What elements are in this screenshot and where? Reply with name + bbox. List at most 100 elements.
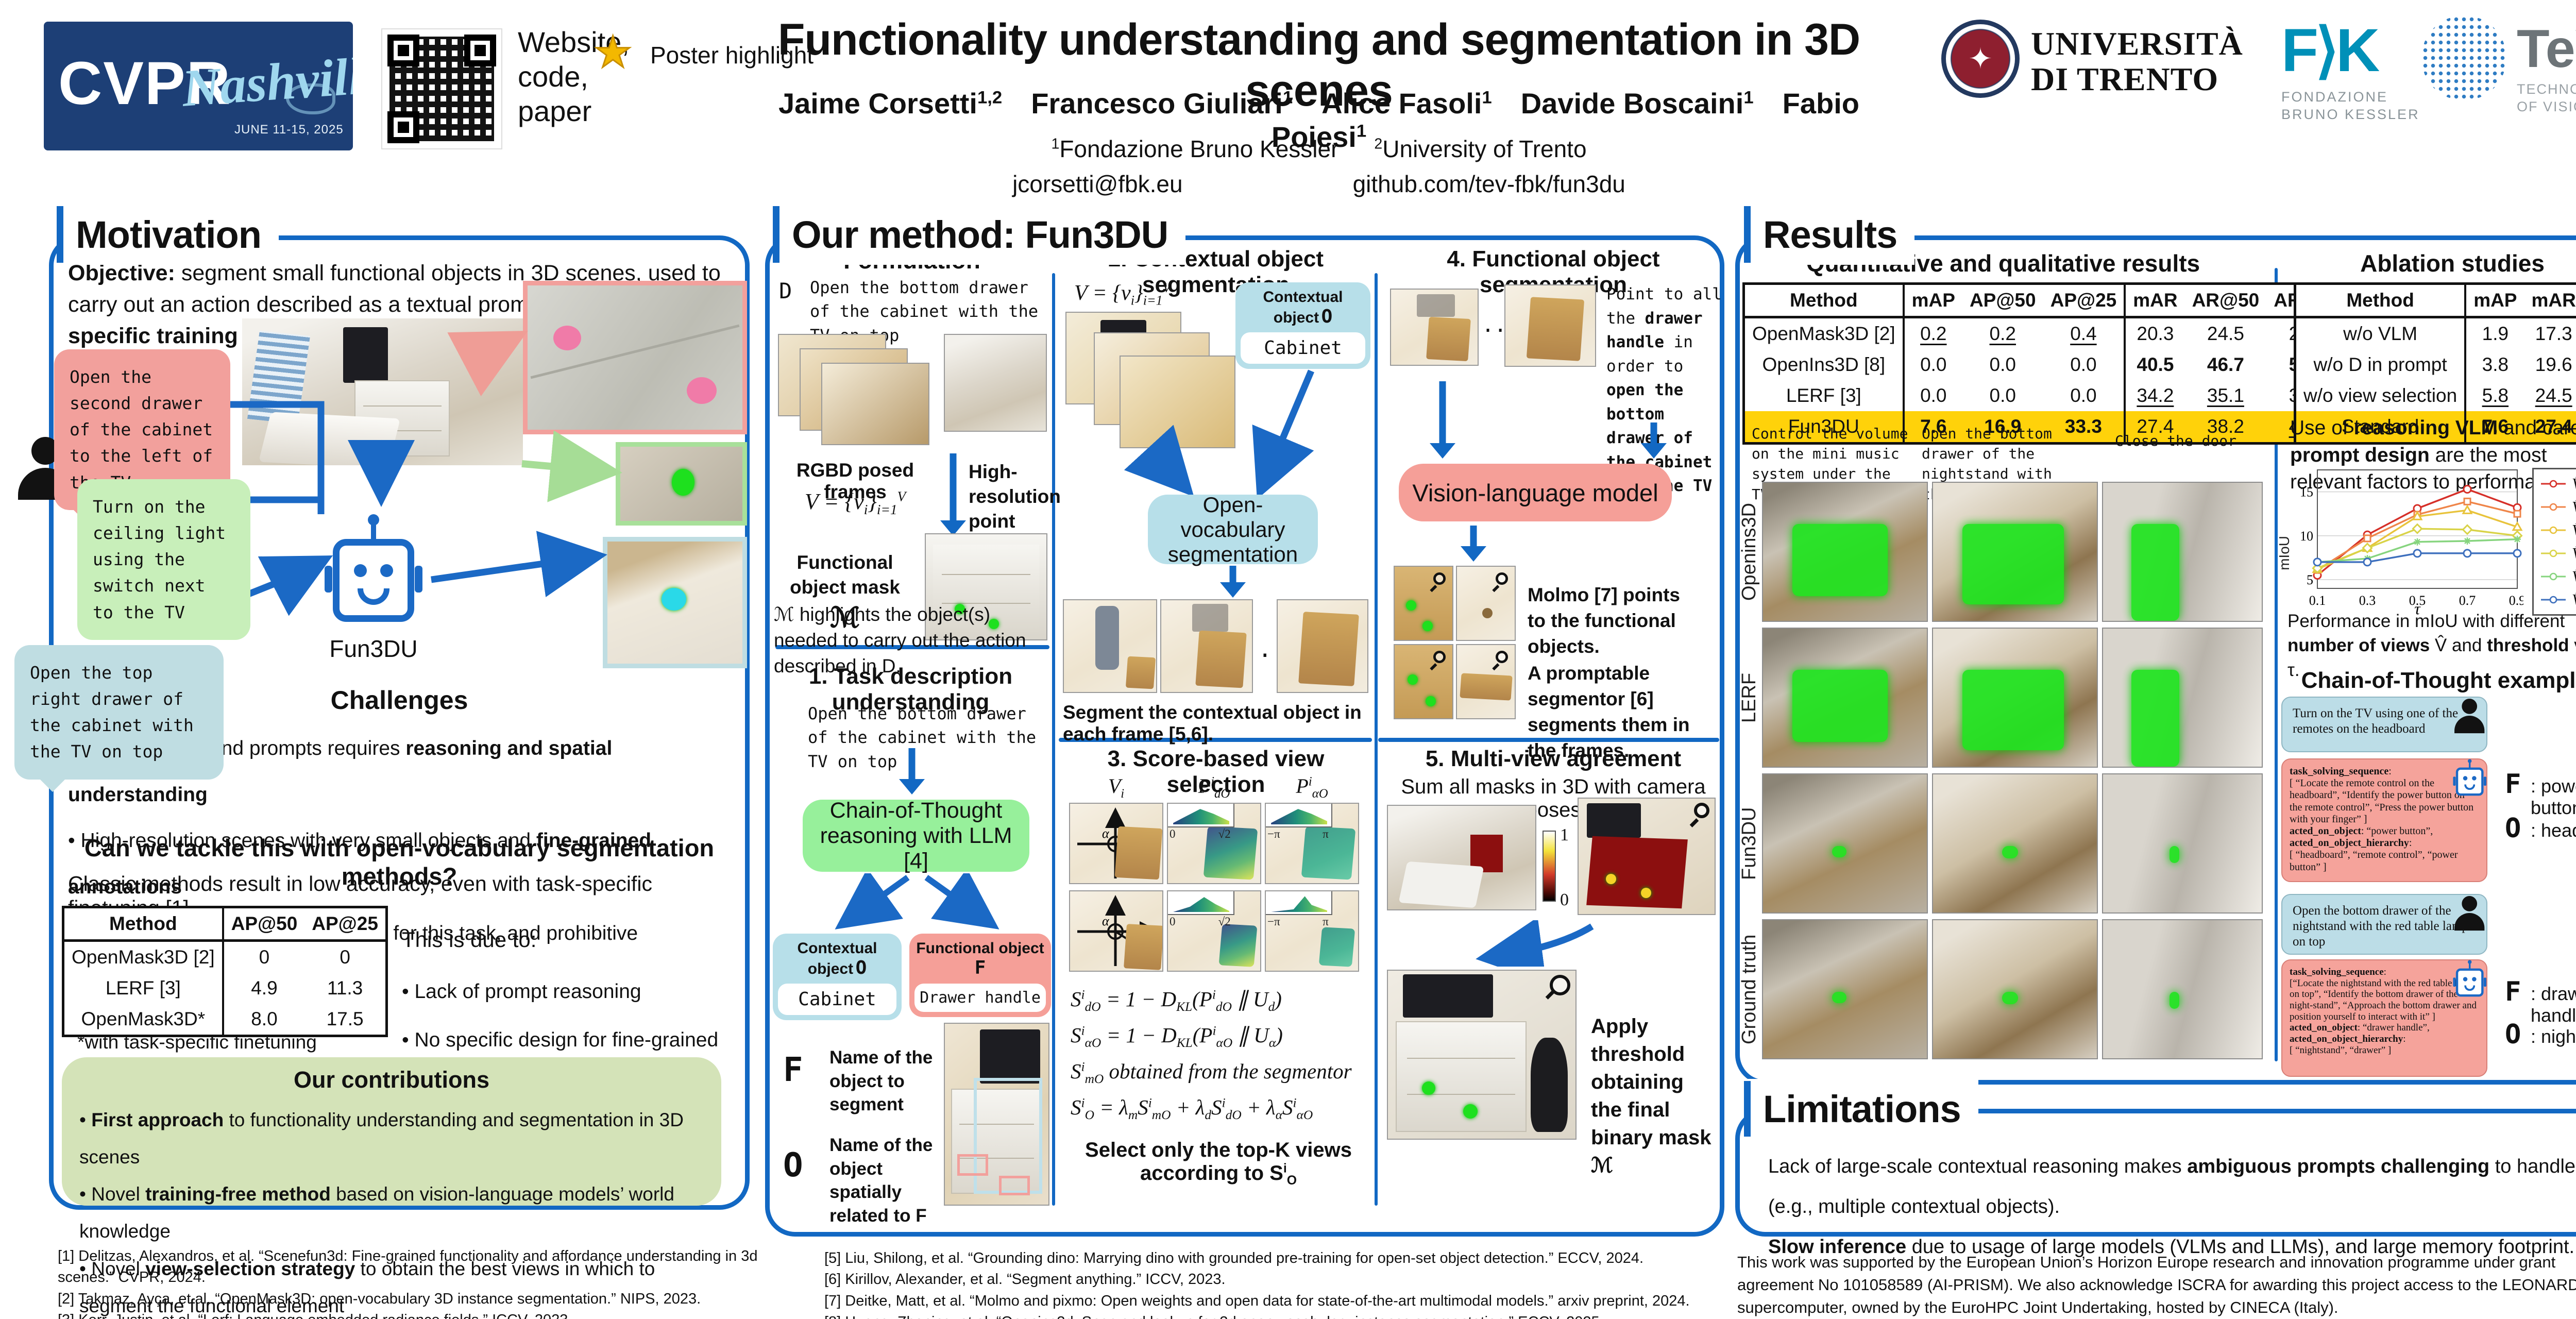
legend-f-letter: F bbox=[783, 1051, 803, 1089]
step4-frame bbox=[1390, 289, 1479, 366]
qualitative-image bbox=[2102, 919, 2263, 1059]
mask-dresser bbox=[933, 545, 1039, 633]
contextual-object-label: Contextual object bbox=[797, 940, 877, 977]
red-mask bbox=[1586, 836, 1688, 909]
svg-text:0.1: 0.1 bbox=[2309, 593, 2326, 608]
qualitative-image bbox=[2102, 628, 2263, 768]
openvocab-seg-box: Open-vocabulary segmentation bbox=[1148, 493, 1318, 566]
mask-green-dot bbox=[955, 604, 965, 615]
poster-highlight-label: Poster highlight bbox=[650, 42, 814, 69]
column-header: Method bbox=[63, 907, 224, 942]
prompt-bubble-green-text: Turn on the ceiling light using the swit… bbox=[93, 497, 226, 622]
pink-roi-box bbox=[957, 1154, 989, 1176]
title-bar bbox=[773, 206, 779, 263]
list-item: • High-resolution scenes with very small… bbox=[68, 830, 652, 899]
cot1-o-value: : headboard bbox=[2531, 820, 2576, 841]
title-bar bbox=[1744, 206, 1751, 263]
title-bar bbox=[1744, 1081, 1751, 1137]
list-item: [8] Huang, Zhening, et al. “Openins3d: S… bbox=[824, 1312, 1721, 1319]
due-to-heading: This is due to: bbox=[402, 927, 537, 952]
prompt-bubble-green: Turn on the ceiling light using the swit… bbox=[77, 479, 250, 640]
rgbd-label: RGBD posed frames bbox=[796, 460, 914, 502]
robot-icon bbox=[325, 515, 422, 626]
segmentation-mask bbox=[1792, 524, 1888, 596]
tev-logo: TeV TECHNOLOGIES OF VISION bbox=[2517, 19, 2576, 116]
limitations-title: Limitations bbox=[1744, 1079, 1978, 1139]
step2-converge-arrows bbox=[1124, 369, 1314, 495]
method-divider bbox=[1378, 738, 1719, 742]
cot2-prompt-text: Open the bottom drawer of the nightstand… bbox=[2293, 904, 2468, 949]
cvpr-logo: CVPR Nashville JUNE 11-15, 2025 bbox=[44, 22, 353, 150]
table-cell: 24.5 bbox=[2207, 323, 2244, 344]
table-cell: 0.0 bbox=[2043, 380, 2126, 411]
svg-text:0.3: 0.3 bbox=[2359, 593, 2376, 608]
column-header: AP@25 bbox=[304, 907, 387, 942]
list-item: [1] Delitzas, Alexandros, et al. “Scenef… bbox=[58, 1248, 758, 1286]
contributions-heading: Our contributions bbox=[294, 1067, 489, 1093]
closeup-cyan bbox=[603, 537, 747, 668]
cot-examples-heading: Chain-of-Thought examples bbox=[2301, 668, 2576, 693]
cot1-f-value: : power button bbox=[2531, 775, 2576, 818]
prompt-bubble-cyan: Open the top right drawer of the cabinet… bbox=[14, 645, 224, 792]
cot1-f-letter: F bbox=[2505, 769, 2521, 800]
results-divider bbox=[2275, 268, 2278, 1061]
mask-blob-green bbox=[671, 469, 694, 496]
hist-max: π bbox=[1323, 827, 1329, 840]
flow-arrow-down bbox=[1427, 381, 1458, 459]
cabinet-mask bbox=[1195, 630, 1247, 688]
svg-text:10: 10 bbox=[2300, 529, 2313, 544]
authors-line: Jaime Corsetti1,2 Francesco Giuliari1 Al… bbox=[778, 87, 1859, 153]
pointcloud-image bbox=[944, 334, 1047, 432]
cot-split-arrows bbox=[835, 873, 999, 929]
step2-contextual-letter: O bbox=[1321, 306, 1333, 327]
mask-image bbox=[925, 533, 1047, 640]
rgbd-frame bbox=[821, 363, 929, 445]
table-cell: 24.5 bbox=[2535, 385, 2572, 406]
column-header: AR@50 bbox=[2184, 283, 2267, 318]
mask-symbol: ℳ bbox=[830, 602, 860, 634]
qualitative-image bbox=[1932, 919, 2098, 1059]
cot1-response-text: task_solving_sequence:[ “Locate the remo… bbox=[2290, 766, 2474, 873]
step1-heading: 1. Task description understanding bbox=[808, 664, 1013, 715]
unitn-line2: DI TRENTO bbox=[2031, 61, 2219, 98]
table-cell: 0.4 bbox=[2043, 317, 2126, 349]
magnifier-icon bbox=[1550, 975, 1570, 995]
qual-row-label: LERF bbox=[1738, 672, 1760, 723]
unitn-seal-star: ✦ bbox=[1968, 42, 1993, 75]
segmentation-mask bbox=[1832, 992, 1847, 1003]
view-cell-dhist: 0 √2 bbox=[1167, 890, 1261, 972]
segmentation-mask bbox=[2002, 846, 2019, 859]
mask-green-dot bbox=[988, 618, 999, 629]
tev-sub2: OF VISION bbox=[2517, 98, 2576, 114]
step3-formula-2: SiαO = 1 − DKL(PiαO ∥ Uα) bbox=[1071, 1023, 1283, 1051]
qual-row-label: Ground truth bbox=[1738, 934, 1760, 1044]
motivation-objective: Objective: segment small functional obje… bbox=[68, 261, 721, 349]
molmo-cell bbox=[1456, 566, 1516, 641]
results-title: Results bbox=[1744, 204, 1915, 265]
molmo-cell bbox=[1394, 566, 1453, 641]
legend-entry: V̂=10 bbox=[2540, 544, 2576, 563]
legend-label: V̂=20 bbox=[2572, 521, 2576, 539]
sam-cell bbox=[1456, 644, 1516, 719]
cot1-response-box: task_solving_sequence:[ “Locate the remo… bbox=[2281, 758, 2487, 882]
ablation-heading: Ablation studies bbox=[2360, 250, 2545, 277]
legend-entry: V̂=30 bbox=[2540, 498, 2576, 516]
hist-min: −π bbox=[1267, 827, 1280, 840]
step2-views-formula: V = {vi}i=1V bbox=[1074, 280, 1171, 308]
contextual-object-letter: O bbox=[855, 957, 867, 978]
robot-eye bbox=[380, 564, 393, 577]
cabinet-mask bbox=[1125, 656, 1156, 689]
qual-row-label: Openins3D bbox=[1738, 502, 1760, 601]
magnifier-icon bbox=[1433, 572, 1446, 585]
step1-tv bbox=[980, 1029, 1040, 1084]
prompt-bubble-cyan-text: Open the top right drawer of the cabinet… bbox=[30, 663, 194, 762]
contributions-box: Our contributions • First approach to fu… bbox=[62, 1057, 721, 1316]
table-cell: w/o D in prompt bbox=[2295, 349, 2467, 380]
flow-arrow-down bbox=[896, 748, 927, 794]
table-cell: LERF [3] bbox=[63, 973, 224, 1004]
table-cell: 11.3 bbox=[327, 977, 363, 999]
qualitative-image bbox=[1932, 628, 2098, 768]
